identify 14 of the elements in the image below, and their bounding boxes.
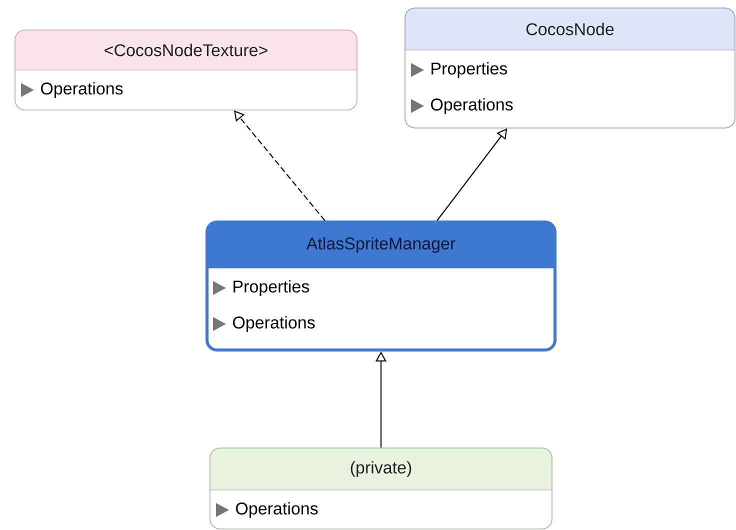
compartment-label: Operations (236, 502, 318, 518)
compartment-label: Operations (431, 98, 513, 114)
class-name: AtlasSpriteManager (306, 237, 456, 253)
compartment-label: Operations (41, 82, 123, 98)
class-name: <CocosNodeTexture> (104, 44, 268, 56)
class-name: CocosNode (526, 22, 614, 36)
class-box (404, 8, 736, 128)
compartment-label: Properties (432, 62, 508, 78)
class-box (206, 220, 556, 352)
class-box (14, 30, 358, 110)
compartment-label: Operations (233, 316, 315, 332)
class-box (210, 448, 552, 530)
compartment-label: Properties (234, 280, 310, 296)
class-name: (private) (350, 461, 412, 477)
